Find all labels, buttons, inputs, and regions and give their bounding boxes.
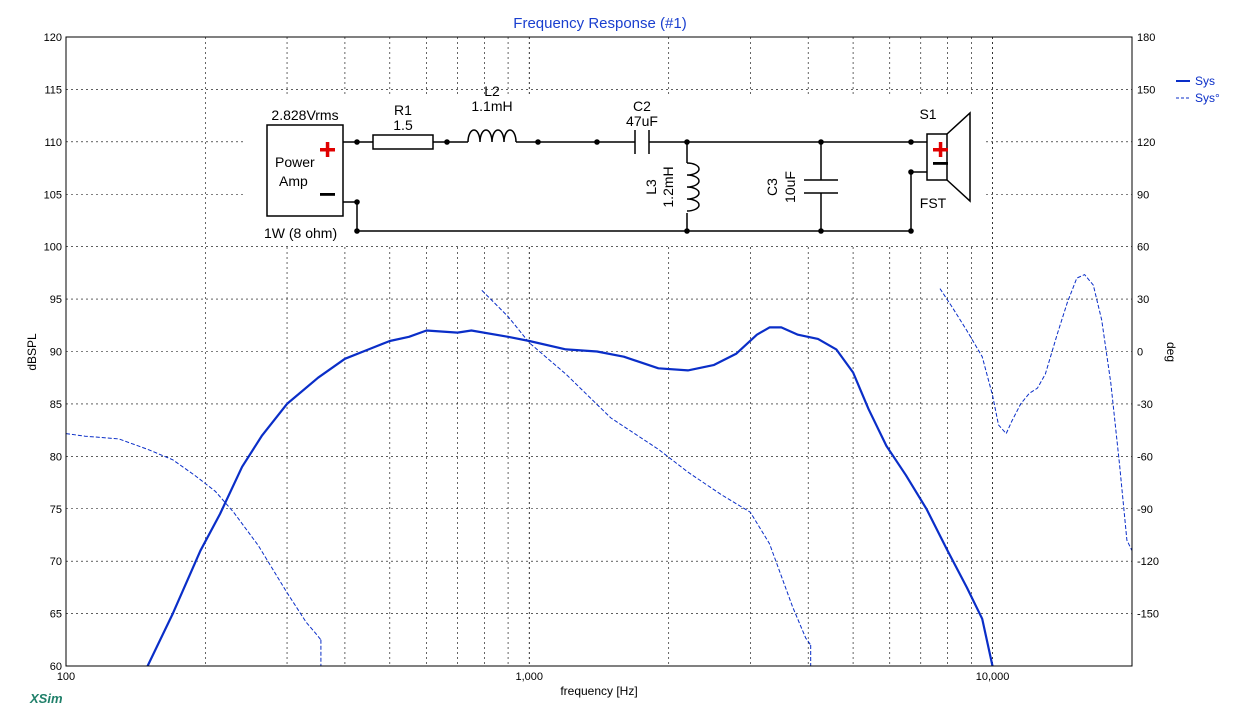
r1-ref-label: R1 <box>394 102 412 118</box>
y-tick-label: 115 <box>44 84 62 96</box>
r1-value-label: 1.5 <box>393 117 413 133</box>
xsim-brand-label: XSim <box>29 691 63 706</box>
y-tick-label: 100 <box>44 242 62 254</box>
c3-ref-label: C3 <box>764 178 780 196</box>
legend-label-sys-phase: Sys° <box>1195 91 1220 105</box>
junction-dots <box>354 139 914 234</box>
source-name-line2: Amp <box>279 173 308 189</box>
speaker-name-label: FST <box>920 195 947 211</box>
power-amp-minus-icon <box>320 193 335 196</box>
y2-tick-label: -120 <box>1137 556 1159 568</box>
y2-tick-label: -30 <box>1137 399 1153 411</box>
y-tick-label: 60 <box>50 661 62 673</box>
speaker-minus-icon <box>933 162 948 165</box>
x-tick-label: 100 <box>57 671 75 683</box>
source-name-line1: Power <box>275 154 315 170</box>
tick-labels: 60 65 70 75 80 85 90 95 100 105 110 115 120 -150 -120 -… <box>44 32 1159 683</box>
l3-inductor <box>686 162 700 212</box>
y-tick-label: 80 <box>50 451 62 463</box>
y2-tick-label: -150 <box>1137 609 1159 621</box>
power-amp-box <box>266 124 344 217</box>
source-power-label: 1W (8 ohm) <box>264 225 337 241</box>
y2-tick-label: 150 <box>1137 84 1155 96</box>
l2-inductor <box>467 129 517 143</box>
series-sys-phase-line <box>65 433 322 641</box>
r1-resistor <box>372 134 434 150</box>
l2-value-label: 1.1mH <box>471 98 512 114</box>
y-tick-label: 95 <box>50 294 62 306</box>
x-tick-label: 10,000 <box>976 671 1010 683</box>
chart-title: Frequency Response (#1) <box>513 15 686 32</box>
speaker-plus-icon <box>933 142 948 157</box>
legend: Sys Sys° <box>1176 74 1220 105</box>
speaker-cone <box>946 111 971 203</box>
legend-label-sys: Sys <box>1195 74 1215 88</box>
series-sys-line <box>146 326 994 667</box>
series-sys-phase-line <box>939 273 1133 551</box>
c2-capacitor <box>634 130 650 154</box>
y-axis-label: dBSPL <box>25 333 39 371</box>
y2-axis-label: deg <box>1164 342 1178 362</box>
speaker-ref-label: S1 <box>919 106 936 122</box>
schematic-background <box>245 96 985 244</box>
y2-tick-label: -60 <box>1137 451 1153 463</box>
l3-ref-label: L3 <box>643 179 659 195</box>
y-tick-label: 70 <box>50 556 62 568</box>
y2-tick-label: 30 <box>1137 294 1149 306</box>
y2-tick-label: 60 <box>1137 242 1149 254</box>
c2-value-label: 47uF <box>626 113 658 129</box>
y2-tick-label: 180 <box>1137 32 1155 44</box>
c2-ref-label: C2 <box>633 98 651 114</box>
circuit-schematic: 2.828Vrms Power Amp 1W (8 ohm) R1 1.5 L2… <box>245 83 985 244</box>
y-tick-label: 110 <box>44 137 62 149</box>
series-layer <box>65 273 1133 667</box>
power-amp-plus-icon <box>320 142 335 157</box>
y-tick-label: 120 <box>44 32 62 44</box>
y-tick-label: 65 <box>50 609 62 621</box>
l3-value-label: 1.2mH <box>660 166 676 207</box>
bottom-wire <box>343 201 911 232</box>
y-tick-label: 90 <box>50 347 62 359</box>
y2-tick-label: 120 <box>1137 137 1155 149</box>
y-tick-label: 85 <box>50 399 62 411</box>
speaker-magnet <box>926 133 948 181</box>
series-sys-phase-line <box>481 289 812 646</box>
source-voltage-label: 2.828Vrms <box>271 107 338 123</box>
x-axis-label: frequency [Hz] <box>560 684 637 698</box>
y2-tick-label: -90 <box>1137 504 1153 516</box>
y2-tick-label: 0 <box>1137 347 1143 359</box>
y-tick-label: 105 <box>44 189 62 201</box>
x-tick-label: 1,000 <box>516 671 544 683</box>
plot-frame <box>65 36 1133 667</box>
y2-tick-label: 90 <box>1137 189 1149 201</box>
c3-value-label: 10uF <box>782 171 798 203</box>
l2-ref-label: L2 <box>484 83 500 99</box>
y-tick-label: 75 <box>50 504 62 516</box>
c3-capacitor <box>804 142 838 231</box>
